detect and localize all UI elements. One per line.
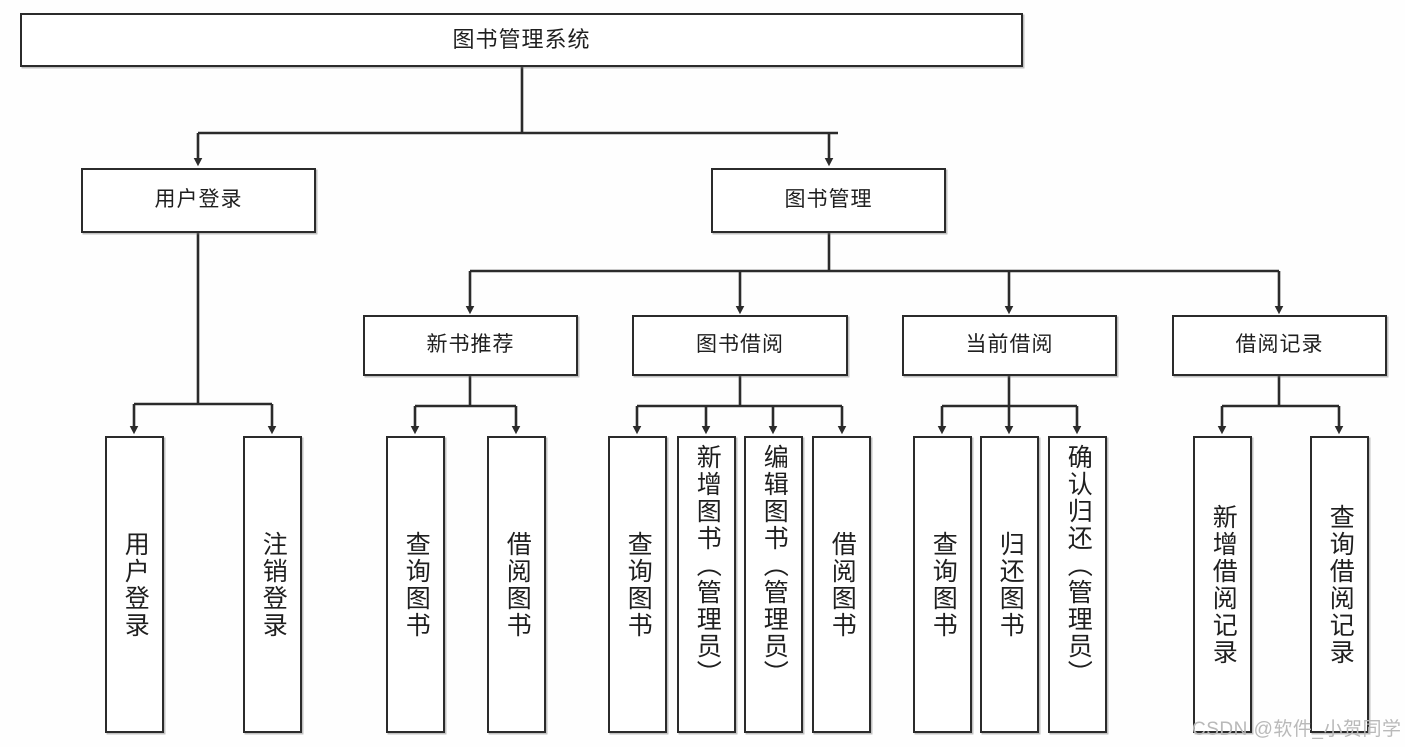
leaf-label: 新增图书（管理员） [693,444,722,687]
leaf-label: 查询图书 [929,530,958,639]
leaf-borrow-query-book[interactable]: 查询图书 [608,436,667,733]
leaf-current-query-book[interactable]: 查询图书 [913,436,972,733]
node-current-borrow[interactable]: 当前借阅 [902,315,1117,376]
leaf-borrow-add-book-admin[interactable]: 新增图书（管理员） [677,436,736,733]
node-root-book-management-system[interactable]: 图书管理系统 [20,13,1023,67]
leaf-label: 注销登录 [259,530,288,639]
leaf-user-login-logout[interactable]: 注销登录 [243,436,302,733]
node-label: 图书管理系统 [452,27,591,53]
leaf-new-book-borrow[interactable]: 借阅图书 [487,436,546,733]
node-label: 借阅记录 [1235,333,1324,357]
node-label: 新书推荐 [426,333,515,357]
node-label: 当前借阅 [965,333,1054,357]
leaf-label: 归还图书 [996,530,1025,639]
leaf-current-return-book[interactable]: 归还图书 [980,436,1039,733]
leaf-record-add-record[interactable]: 新增借阅记录 [1193,436,1252,733]
leaf-current-confirm-return-admin[interactable]: 确认归还（管理员） [1048,436,1107,733]
node-borrow-record[interactable]: 借阅记录 [1172,315,1387,376]
leaf-borrow-edit-book-admin[interactable]: 编辑图书（管理员） [744,436,803,733]
leaf-borrow-borrow-book[interactable]: 借阅图书 [812,436,871,733]
node-label: 图书借阅 [696,333,784,357]
leaf-label: 新增借阅记录 [1209,503,1238,666]
node-book-borrow[interactable]: 图书借阅 [632,315,848,376]
leaf-new-book-query[interactable]: 查询图书 [386,436,445,733]
leaf-label: 确认归还（管理员） [1064,444,1093,687]
leaf-label: 查询图书 [624,530,653,639]
node-new-book-recommend[interactable]: 新书推荐 [363,315,578,376]
leaf-label: 编辑图书（管理员） [760,444,789,687]
node-book-management[interactable]: 图书管理 [711,168,946,233]
node-label: 用户登录 [154,188,243,212]
leaf-label: 借阅图书 [828,530,857,639]
node-label: 图书管理 [784,188,873,212]
leaf-label: 借阅图书 [503,530,532,639]
leaf-label: 查询图书 [402,530,431,639]
leaf-label: 查询借阅记录 [1326,503,1355,666]
leaf-record-query-record[interactable]: 查询借阅记录 [1310,436,1369,733]
node-user-login[interactable]: 用户登录 [81,168,316,233]
leaf-label: 用户登录 [121,530,150,639]
csdn-watermark: CSDN @软件_小贺同学 [1192,719,1402,740]
leaf-user-login-login[interactable]: 用户登录 [105,436,164,733]
